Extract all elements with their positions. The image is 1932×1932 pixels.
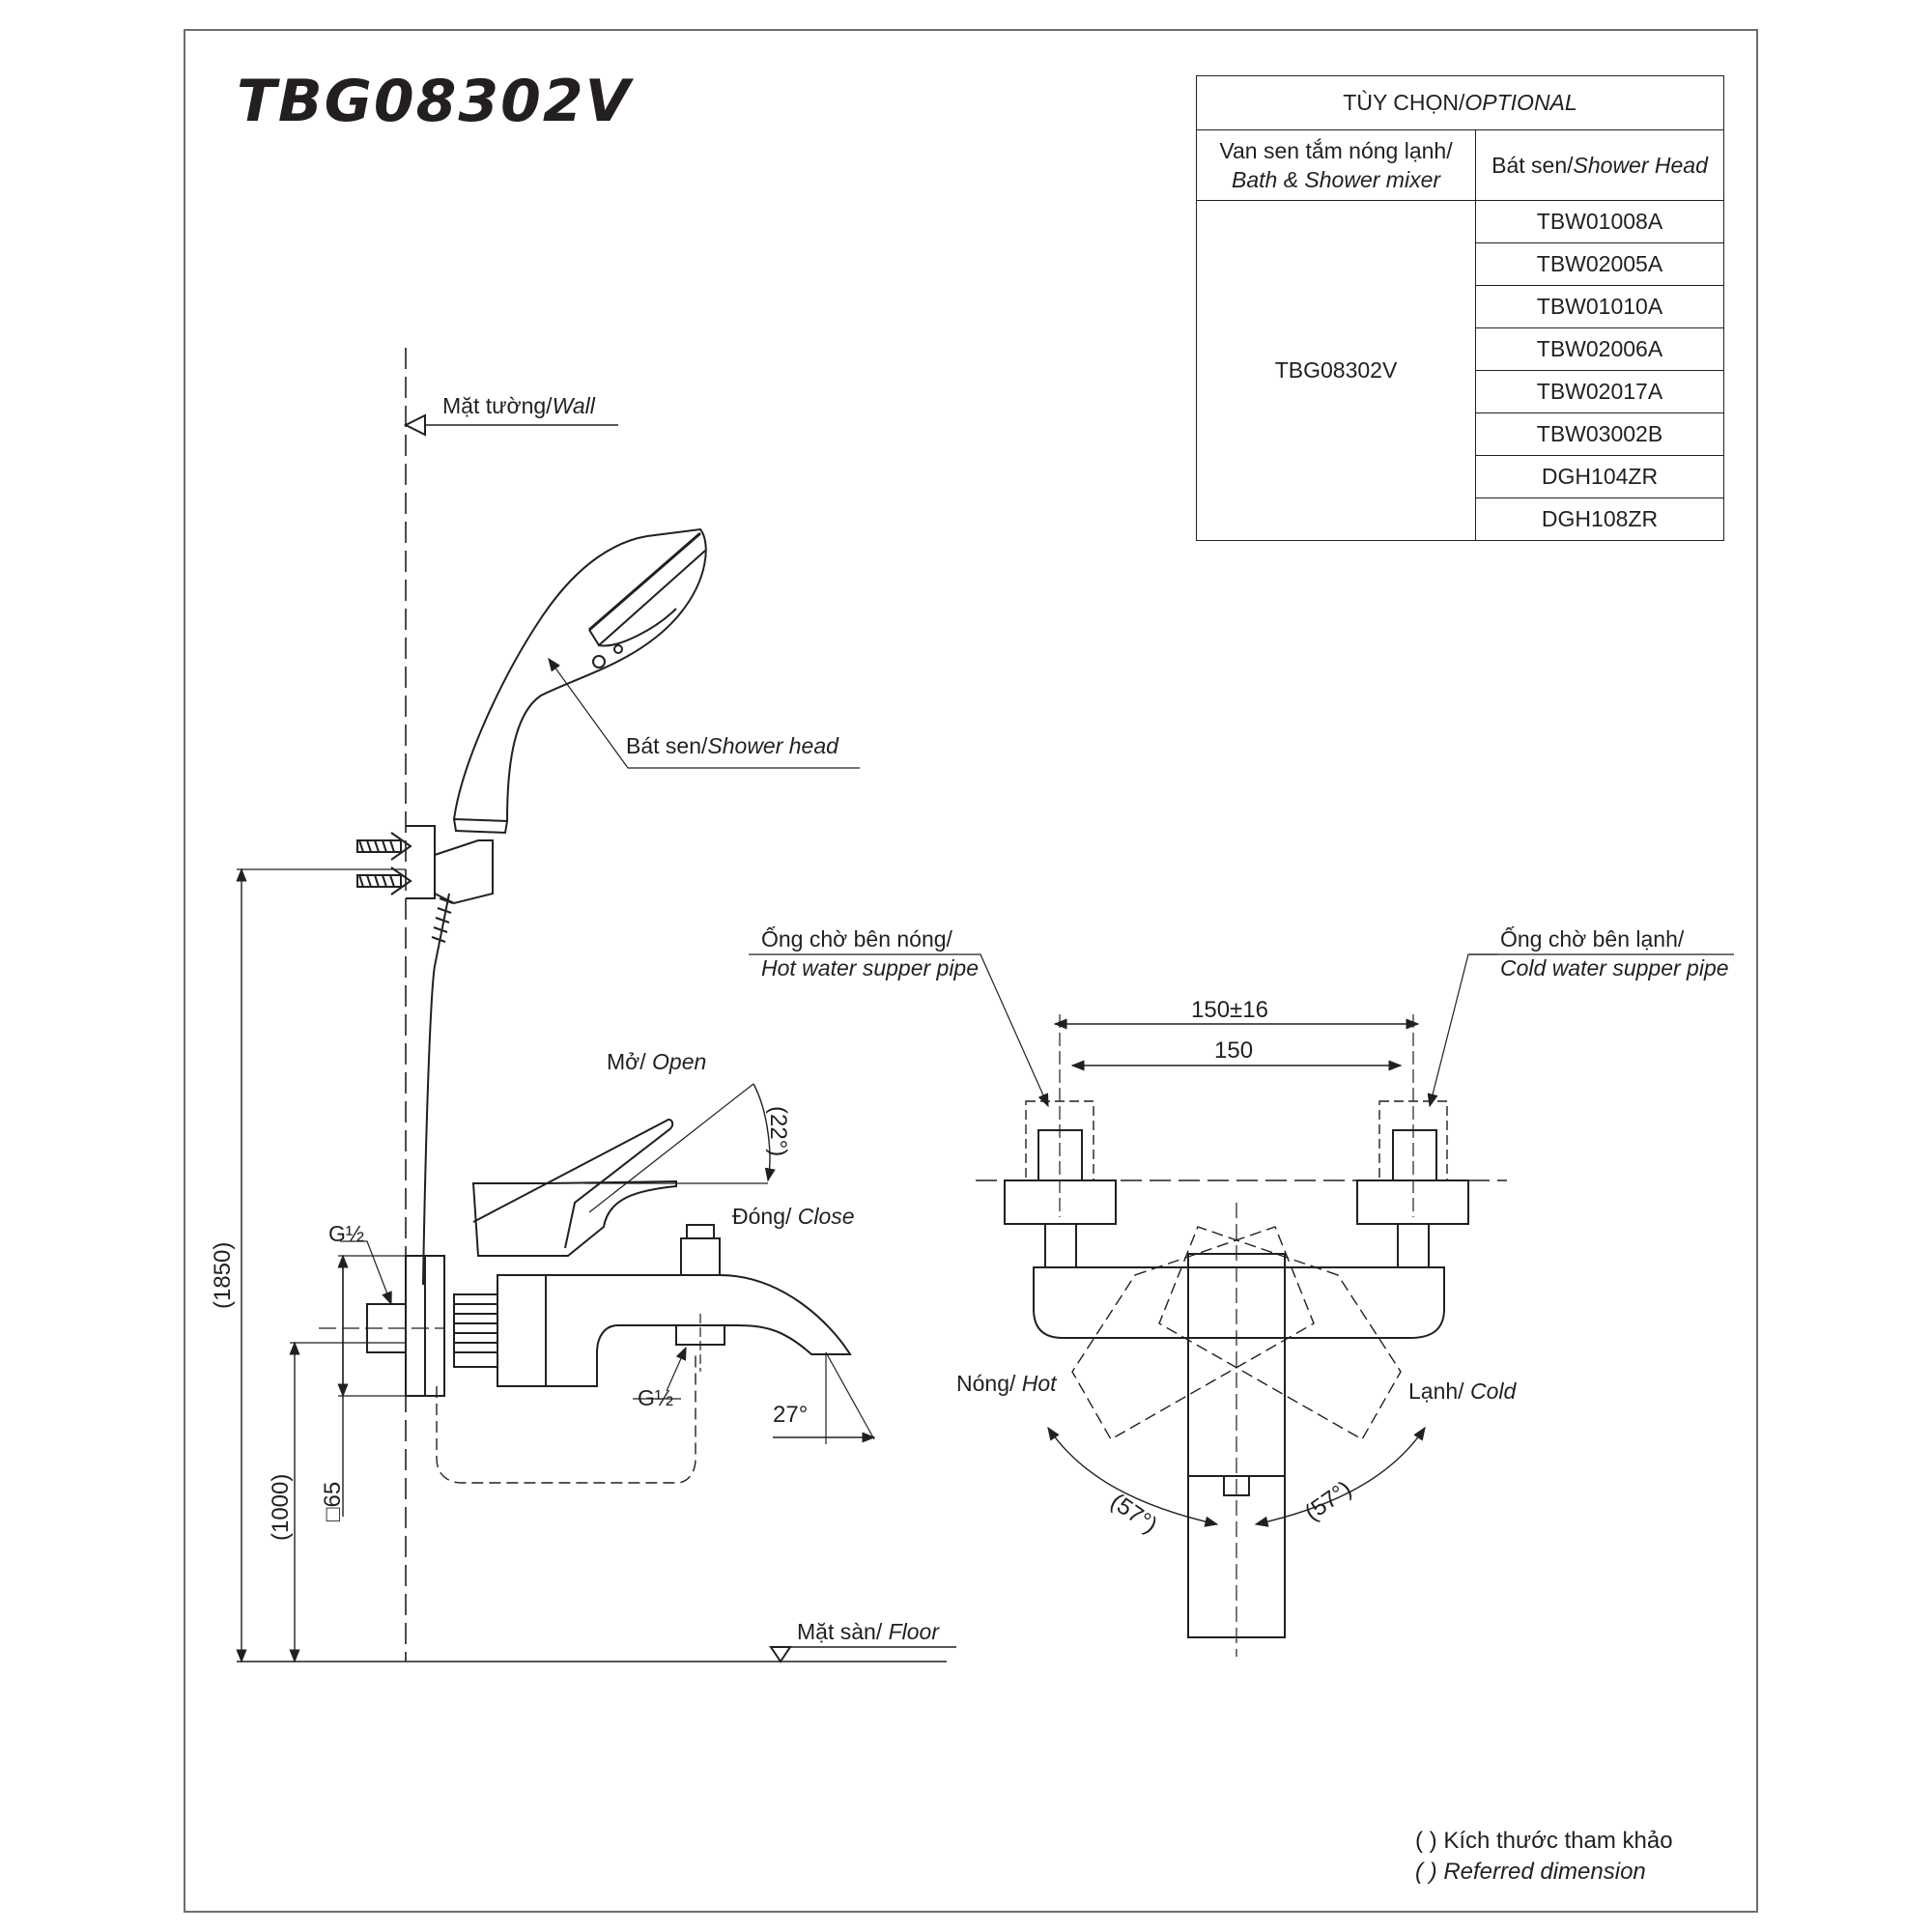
cold-label: Lạnh/ bbox=[1408, 1378, 1470, 1404]
diverter-knob bbox=[680, 1237, 721, 1276]
model-title: TBG08302V bbox=[237, 68, 633, 135]
tub-outline bbox=[436, 1352, 696, 1484]
lever-cold-position bbox=[1158, 1226, 1402, 1440]
hose bbox=[422, 893, 450, 1286]
drawing-frame bbox=[184, 29, 1758, 1913]
dim-label-150-16: 150±16 bbox=[1191, 997, 1268, 1023]
wall-label: Mặt tường/ bbox=[442, 393, 553, 418]
open-label-italic: Open bbox=[652, 1049, 706, 1074]
shower-head-header-text: Bát sen/ bbox=[1492, 153, 1574, 178]
reference-note-en: ( ) Referred dimension bbox=[1415, 1859, 1646, 1885]
svg-text:Bát sen/Shower head: Bát sen/Shower head bbox=[626, 733, 839, 758]
shower-head-model: TBW01008A bbox=[1475, 200, 1724, 243]
dim-label-1850: (1850) bbox=[210, 1242, 236, 1309]
svg-text:Mặt sàn/ Floor: Mặt sàn/ Floor bbox=[797, 1619, 940, 1644]
wall-marker-icon bbox=[403, 413, 426, 437]
labels: Mặt tường/Wall Bát sen/Shower head Mở/ O… bbox=[210, 393, 1729, 1644]
dim-label-1000: (1000) bbox=[268, 1474, 294, 1541]
shower-head-model: DGH108ZR bbox=[1475, 497, 1724, 541]
mixer-header-line1: Van sen tắm nóng lạnh/ bbox=[1219, 138, 1453, 163]
mixer-model-cell: TBG08302V bbox=[1196, 200, 1476, 541]
hot-label-italic: Hot bbox=[1022, 1371, 1058, 1396]
hot-pipe-label: Ống chờ bên nóng/ bbox=[761, 925, 953, 952]
lever-hot-position bbox=[1071, 1226, 1315, 1440]
hand-shower-icon bbox=[452, 527, 707, 835]
floor-marker-icon bbox=[769, 1646, 792, 1663]
shower-head-model: TBW01010A bbox=[1475, 285, 1724, 328]
cold-label-italic: Cold bbox=[1470, 1378, 1518, 1404]
front-view bbox=[749, 953, 1734, 1657]
svg-text:Mặt tường/Wall: Mặt tường/Wall bbox=[442, 393, 596, 418]
shower-head-model: TBW02005A bbox=[1475, 242, 1724, 286]
mixer-header-line2: Bath & Shower mixer bbox=[1231, 167, 1441, 192]
shower-head-model: TBW03002B bbox=[1475, 412, 1724, 456]
shower-head-label: Bát sen/ bbox=[626, 733, 708, 758]
svg-text:Nóng/ Hot: Nóng/ Hot bbox=[956, 1371, 1058, 1396]
cold-pipe-label-en: Cold water supper pipe bbox=[1500, 955, 1729, 980]
optional-header-text: TÙY CHỌN/ bbox=[1343, 90, 1465, 115]
column-header-mixer: Van sen tắm nóng lạnh/ Bath & Shower mix… bbox=[1196, 129, 1476, 201]
hot-label: Nóng/ bbox=[956, 1371, 1022, 1396]
mixer-body-front bbox=[1033, 1266, 1445, 1339]
spout-angle-label: 27° bbox=[773, 1402, 808, 1428]
dim-label-150: 150 bbox=[1214, 1037, 1253, 1064]
cold-pipe-label: Ống chờ bên lạnh/ bbox=[1500, 925, 1685, 952]
floor-label: Mặt sàn/ bbox=[797, 1619, 889, 1644]
lever-handle-closed bbox=[471, 1179, 677, 1257]
shower-head-label-italic: Shower head bbox=[707, 733, 839, 758]
close-label-italic: Close bbox=[798, 1204, 855, 1229]
optional-header-italic: OPTIONAL bbox=[1464, 90, 1577, 115]
hot-pipe-label-en: Hot water supper pipe bbox=[761, 955, 979, 980]
holder-plate bbox=[406, 825, 436, 899]
close-label: Đóng/ bbox=[732, 1204, 798, 1229]
shower-head-model: TBW02017A bbox=[1475, 370, 1724, 413]
svg-text:Mở/ Open: Mở/ Open bbox=[607, 1049, 706, 1074]
dim-label-65: □65 bbox=[320, 1482, 346, 1521]
wall-label-italic: Wall bbox=[553, 393, 596, 418]
svg-text:Lạnh/ Cold: Lạnh/ Cold bbox=[1408, 1378, 1517, 1404]
open-angle-label: (22°) bbox=[765, 1106, 791, 1156]
open-label: Mở/ bbox=[607, 1049, 652, 1074]
svg-text:Đóng/ Close: Đóng/ Close bbox=[732, 1204, 855, 1229]
lever-handle-open bbox=[472, 1119, 674, 1249]
thread-label-inlet: G½ bbox=[328, 1221, 364, 1246]
column-header-shower-head: Bát sen/Shower Head bbox=[1475, 129, 1724, 201]
thread-label-spout: G½ bbox=[638, 1385, 673, 1410]
shower-head-model: TBW02006A bbox=[1475, 327, 1724, 371]
reference-note-vi: ( ) Kích thước tham khảo bbox=[1415, 1828, 1673, 1854]
optional-table: TÙY CHỌN/OPTIONAL Van sen tắm nóng lạnh/… bbox=[1196, 75, 1724, 541]
shower-head-header-italic: Shower Head bbox=[1573, 153, 1708, 178]
floor-label-italic: Floor bbox=[889, 1619, 941, 1644]
shower-holder bbox=[434, 839, 494, 905]
hot-angle-label: (57°) bbox=[1106, 1489, 1162, 1539]
side-view bbox=[236, 348, 956, 1663]
spout bbox=[546, 1274, 852, 1387]
cold-angle-label: (57°) bbox=[1300, 1476, 1356, 1526]
mixer-body bbox=[497, 1274, 547, 1387]
reference-note: ( ) Kích thước tham khảo ( ) Referred di… bbox=[1415, 1826, 1673, 1888]
wall-anchor-icon bbox=[356, 832, 412, 895]
